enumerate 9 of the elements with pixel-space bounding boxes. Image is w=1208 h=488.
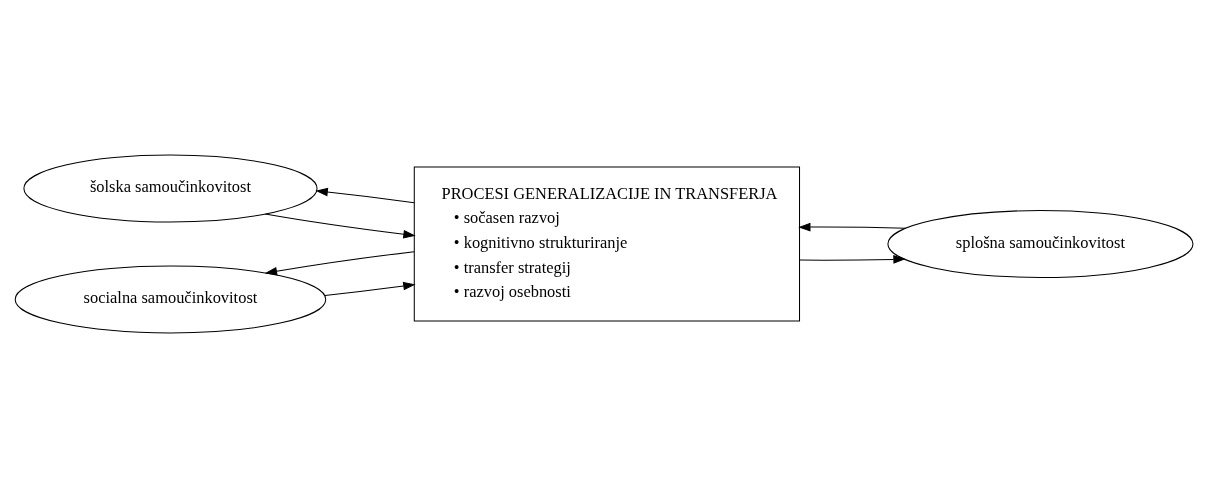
arrow	[324, 281, 416, 296]
arrow	[799, 255, 906, 264]
node-ellipse: šolska samoučinkovitost	[23, 154, 318, 223]
arrow	[798, 222, 907, 232]
node-ellipse: splošna samoučinkovitost	[887, 210, 1194, 278]
arrow	[264, 251, 415, 276]
arrow	[264, 213, 416, 239]
arrow	[315, 187, 415, 204]
node-box: PROCESI GENERALIZACIJE IN TRANSFERJA • sočasen razvoj • kognitivno strukturiranje • transfer strategij • razvoj osebnosti	[413, 166, 801, 322]
